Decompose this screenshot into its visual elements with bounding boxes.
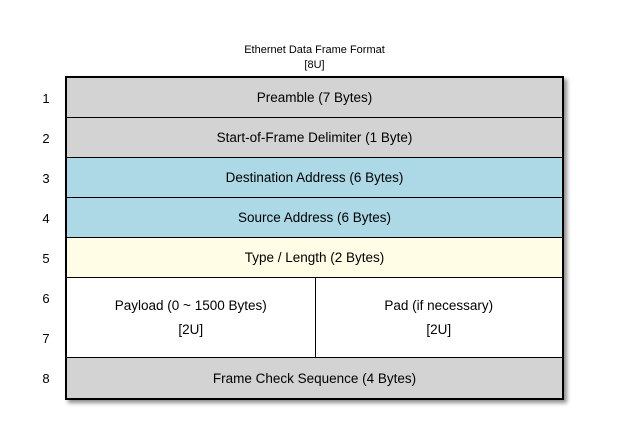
row-number-1: 1 xyxy=(42,90,50,106)
diagram-title: Ethernet Data Frame Format xyxy=(244,44,385,56)
row-number-column: 1 2 3 4 5 6 7 8 xyxy=(34,78,58,398)
row-number-6: 6 xyxy=(42,290,50,306)
row-number-2: 2 xyxy=(42,130,50,146)
payload-sublabel: [2U] xyxy=(178,321,204,337)
frame-row-sfd: Start-of-Frame Delimiter (1 Byte) xyxy=(67,118,562,158)
frame-row-fcs: Frame Check Sequence (4 Bytes) xyxy=(67,358,562,398)
row-number-7: 7 xyxy=(42,330,50,346)
pad-label: Pad (if necessary) xyxy=(384,297,494,313)
payload-cell: Payload (0 ~ 1500 Bytes) [2U] xyxy=(67,278,315,357)
frame-row-preamble: Preamble (7 Bytes) xyxy=(67,78,562,118)
frame-row-destination-address: Destination Address (6 Bytes) xyxy=(67,158,562,198)
pad-sublabel: [2U] xyxy=(426,321,452,337)
row-number-3: 3 xyxy=(42,170,50,186)
diagram-subtitle: [8U] xyxy=(304,59,325,71)
frame-row-payload-pad: Payload (0 ~ 1500 Bytes) [2U] Pad (if ne… xyxy=(67,278,562,358)
ethernet-frame-table: Preamble (7 Bytes) Start-of-Frame Delimi… xyxy=(65,76,564,400)
frame-row-type-length: Type / Length (2 Bytes) xyxy=(67,238,562,278)
row-number-5: 5 xyxy=(42,250,50,266)
row-number-4: 4 xyxy=(42,210,50,226)
row-number-8: 8 xyxy=(42,370,50,386)
frame-row-source-address: Source Address (6 Bytes) xyxy=(67,198,562,238)
payload-label: Payload (0 ~ 1500 Bytes) xyxy=(114,297,267,313)
pad-cell: Pad (if necessary) [2U] xyxy=(314,278,563,357)
